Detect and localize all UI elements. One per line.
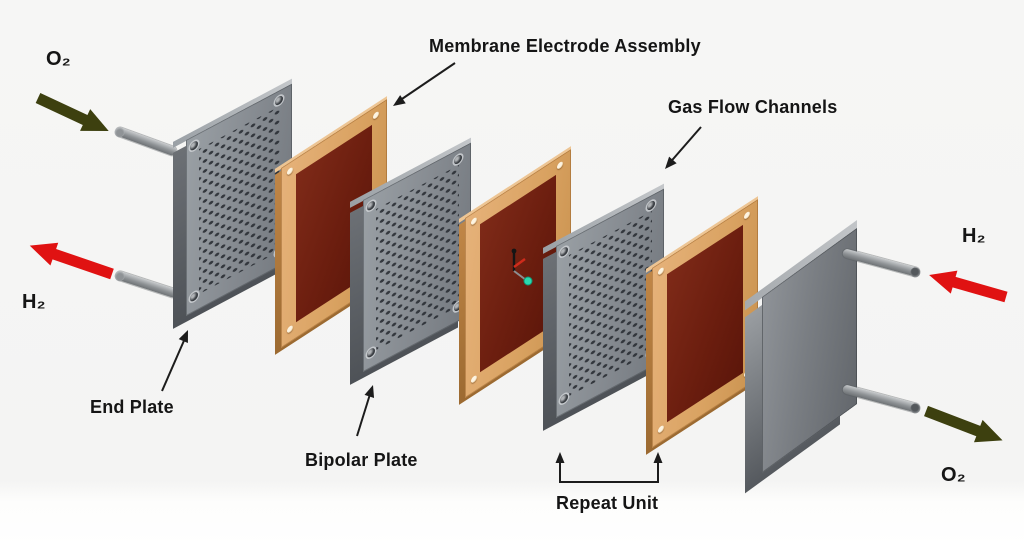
bolt-hole (560, 392, 568, 405)
oxygen-inlet-pipe (114, 126, 178, 157)
bolt-hole (287, 324, 293, 335)
gas-flow-channels-label: Gas Flow Channels (668, 97, 838, 117)
bolt-hole (190, 139, 198, 152)
bolt-hole (658, 266, 664, 277)
hydrogen-out-label: H₂ (22, 291, 46, 313)
bipolar-plate-callout-arrow (356, 385, 375, 437)
hydrogen-in-arrow (929, 270, 1008, 303)
oxygen-out-arrow (924, 405, 1003, 443)
bolt-hole (744, 210, 750, 221)
hydrogen-outlet-pipe (114, 270, 179, 299)
bolt-hole (373, 110, 379, 121)
bolt-hole (367, 346, 375, 359)
bolt-hole (287, 166, 293, 177)
repeat-unit-bracket (555, 452, 663, 483)
bolt-hole (647, 199, 655, 212)
oxygen-in-label: O₂ (46, 48, 71, 70)
oxygen-out-label: O₂ (941, 464, 966, 486)
oxygen-in-arrow (35, 93, 109, 131)
end-plate-callout-arrow (161, 330, 188, 392)
mea-label: Membrane Electrode Assembly (429, 36, 701, 56)
bolt-hole (471, 374, 477, 385)
gas-flow-channel-texture (569, 210, 652, 397)
bolt-hole (275, 94, 283, 107)
right-end-plate (745, 219, 857, 494)
bolt-hole (658, 424, 664, 435)
bolt-hole (190, 290, 198, 303)
end-plate-label: End Plate (90, 397, 174, 417)
right-end-plate-back-face (762, 227, 857, 473)
bolt-hole (454, 153, 462, 166)
hydrogen-in-label: H₂ (962, 225, 986, 247)
bolt-hole (560, 245, 568, 258)
bipolar-plate-label: Bipolar Plate (305, 450, 418, 470)
bolt-hole (471, 216, 477, 227)
repeat-unit-label: Repeat Unit (556, 493, 659, 513)
gas-flow-channel-texture (199, 106, 280, 295)
bolt-hole (367, 199, 375, 212)
mea-membrane (667, 224, 743, 423)
bolt-hole (557, 160, 563, 171)
membrane-electrode-assembly-3 (646, 196, 758, 455)
hydrogen-out-arrow (29, 242, 114, 280)
mea-callout-arrow (393, 62, 456, 106)
gas-flow-channels-callout-arrow (665, 126, 702, 169)
mea-frame (652, 199, 758, 448)
gas-flow-channel-texture (376, 164, 459, 351)
